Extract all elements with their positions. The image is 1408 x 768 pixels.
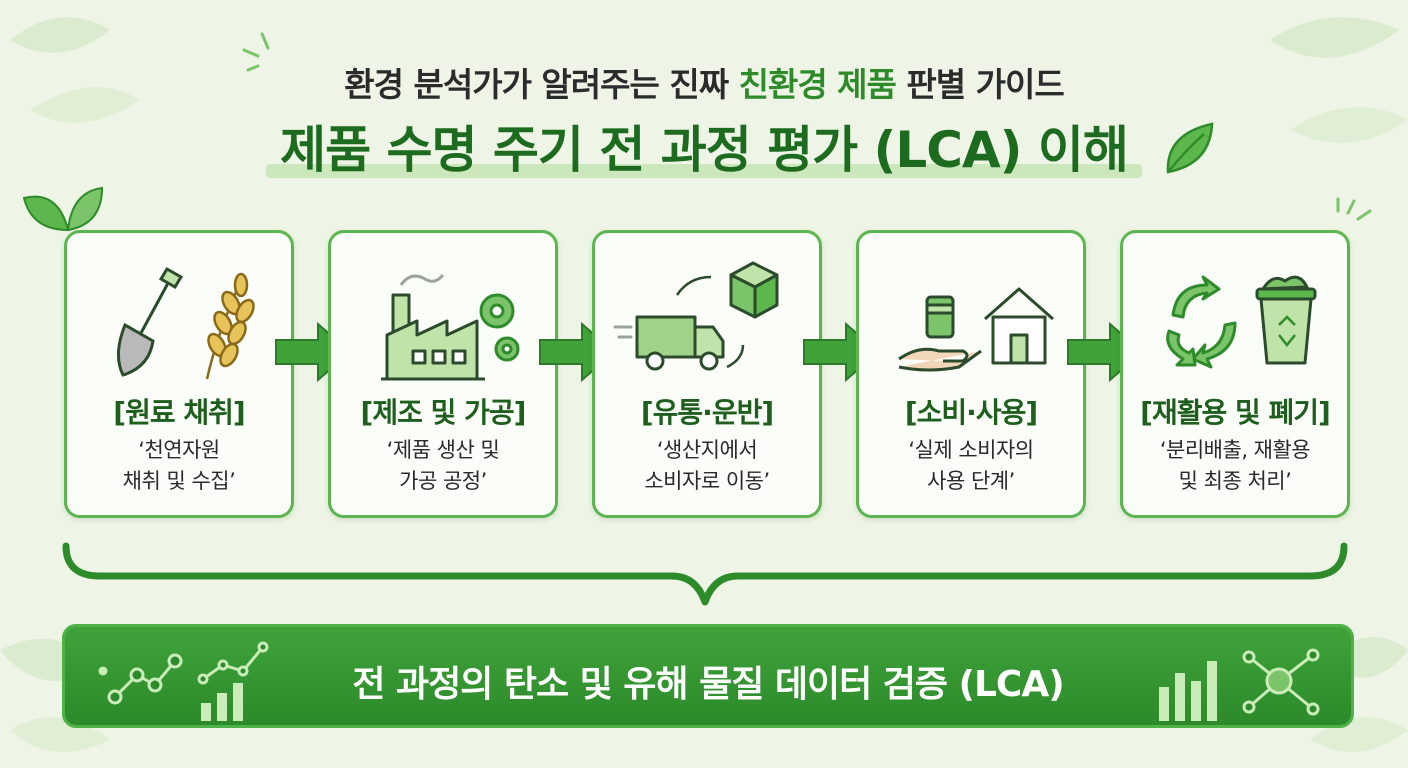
stage-card-distribution: [유통·운반] ‘생산지에서 소비자로 이동’	[592, 230, 822, 518]
stage-title: [원료 채취]	[113, 396, 245, 429]
stage-title: [유통·운반]	[640, 396, 774, 429]
sparkle-icon	[242, 32, 270, 72]
stage-card-raw-material: [원료 채취] ‘천연자원 채취 및 수집’	[64, 230, 294, 518]
subtitle-highlight: 친환경 제품	[738, 65, 897, 104]
stage-card-consumption: [소비·사용] ‘실제 소비자의 사용 단계’	[856, 230, 1086, 518]
stage-title: [재활용 및 폐기]	[1140, 396, 1331, 429]
stage-title: [소비·사용]	[904, 396, 1038, 429]
recycle-bin-icon	[1166, 275, 1317, 369]
bar-chart-icon	[197, 641, 269, 721]
shovel-wheat-icon	[117, 266, 255, 380]
page-title: 제품 수명 주기 전 과정 평가 (LCA) 이해	[266, 110, 1142, 182]
stage-title: [제조 및 가공]	[360, 396, 527, 429]
banner-text: 전 과정의 탄소 및 유해 물질 데이터 검증 (LCA)	[352, 664, 1064, 705]
molecule-icon	[1242, 648, 1320, 716]
background-leaf-icon	[1270, 17, 1408, 143]
stage-description: ‘실제 소비자의 사용 단계’	[908, 438, 1034, 493]
network-graph-icon	[98, 653, 183, 705]
stage-description: ‘제품 생산 및 가공 공정’	[386, 438, 500, 493]
truck-box-icon	[613, 261, 779, 371]
lca-banner: 전 과정의 탄소 및 유해 물질 데이터 검증 (LCA)	[62, 624, 1354, 728]
stage-description: ‘분리배출, 재활용 및 최종 처리’	[1159, 438, 1311, 493]
leaves-icon	[22, 186, 104, 232]
brace-connector	[62, 542, 1348, 606]
sparkle-icon	[1336, 197, 1372, 221]
hand-house-icon	[898, 287, 1054, 372]
stage-card-manufacturing: [제조 및 가공] ‘제품 생산 및 가공 공정’	[328, 230, 558, 518]
factory-gear-icon	[381, 274, 520, 381]
page-subtitle: 환경 분석가가 알려주는 진짜 친환경 제품 판별 가이드	[344, 65, 1064, 104]
leaf-icon	[1166, 122, 1214, 174]
stage-card-recycling: [재활용 및 폐기] ‘분리배출, 재활용 및 최종 처리’	[1120, 230, 1350, 518]
background-leaf-icon	[10, 17, 140, 123]
stage-description: ‘생산지에서 소비자로 이동’	[644, 438, 770, 493]
bar-chart-icon	[1159, 661, 1217, 721]
stage-description: ‘천연자원 채취 및 수집’	[122, 438, 236, 493]
